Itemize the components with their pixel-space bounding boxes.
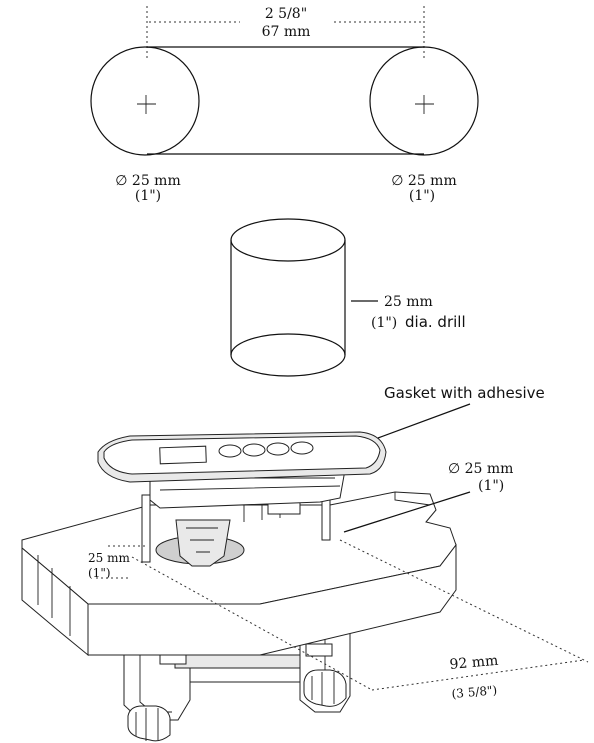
cylinder-top	[230, 218, 346, 262]
gasket-leader	[377, 403, 471, 439]
cylinder-body	[230, 240, 346, 355]
control-spout	[175, 519, 231, 567]
counter-panel	[21, 491, 457, 657]
clamp-knob-left	[127, 705, 171, 742]
top-dimension-imperial: 2 5/8"	[265, 6, 307, 22]
button-1-icon	[218, 444, 242, 458]
gasket-faceplate	[97, 431, 387, 483]
hole-left-imperial: (1")	[135, 188, 161, 204]
hole-leader	[343, 491, 471, 533]
cutout-template: 2 5/8" 67 mm ∅ 25 mm (1") ∅ 25 mm (1")	[90, 6, 479, 204]
drill-cylinder: 25 mm (1") dia. drill	[230, 218, 466, 377]
panel-side-face	[87, 543, 457, 656]
display-window	[159, 445, 207, 465]
hole-circle-right	[369, 46, 479, 156]
thickness-imperial: (1")	[88, 566, 111, 580]
drill-description: dia. drill	[405, 313, 466, 331]
top-dimension-metric: 67 mm	[262, 24, 311, 40]
length-extension-front	[131, 556, 373, 691]
faceplate-buttons	[218, 441, 314, 458]
dimension-label-mask	[240, 6, 332, 44]
button-3-icon	[266, 442, 290, 456]
center-mark-right	[415, 95, 434, 114]
button-4-icon	[290, 441, 314, 455]
drill-size: 25 mm	[384, 294, 433, 310]
faceplate-top	[103, 435, 381, 475]
length-metric: 92 mm	[449, 653, 499, 673]
hole-right-diameter: ∅ 25 mm	[391, 173, 456, 189]
clamp-knob-right	[303, 669, 347, 707]
assembly-hole-imperial: (1")	[478, 478, 504, 494]
assembly-hole-diameter: ∅ 25 mm	[448, 461, 513, 477]
hole-circle-left	[90, 46, 200, 156]
gasket-label: Gasket with adhesive	[384, 384, 545, 402]
button-2-icon	[242, 443, 266, 457]
length-extension-back	[339, 539, 589, 663]
thickness-metric: 25 mm	[88, 551, 130, 565]
cylinder-bottom	[230, 333, 346, 377]
hole-left-diameter: ∅ 25 mm	[115, 173, 180, 189]
center-mark-left	[137, 95, 156, 114]
drill-imperial: (1")	[371, 315, 397, 331]
mounting-assembly: Gasket with adhesive ∅ 25 mm (1") 25 mm …	[21, 384, 589, 742]
length-imperial: (3 5/8")	[451, 683, 498, 701]
hole-right-imperial: (1")	[409, 188, 435, 204]
length-dimension-line	[371, 659, 585, 691]
